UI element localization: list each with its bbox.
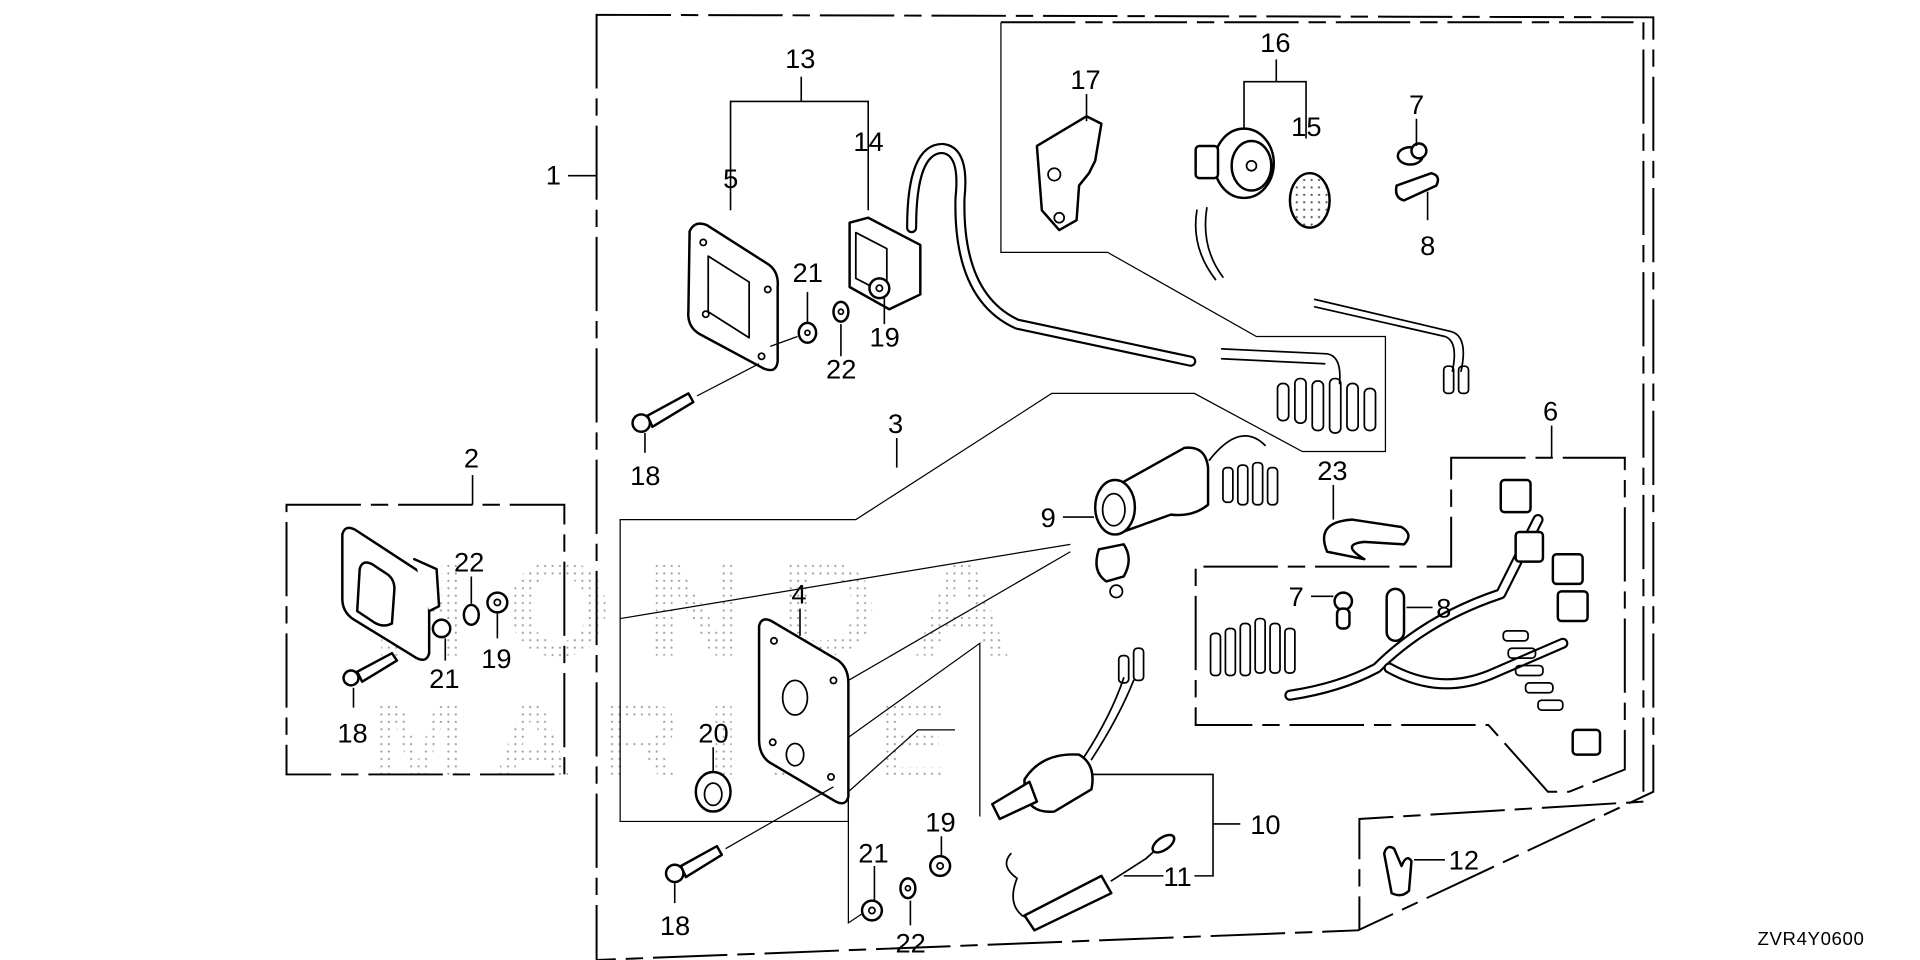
callout-13: 13 [785, 43, 815, 74]
screw-18-top-icon[interactable] [631, 392, 695, 433]
sleeve-8-harness-icon[interactable] [1385, 587, 1406, 643]
callout-18-bottom: 18 [660, 910, 690, 941]
washer-22-top-icon[interactable] [832, 300, 850, 323]
callout-11: 11 [1163, 861, 1191, 892]
stop-switch-10-icon[interactable] [991, 647, 1145, 821]
callout-3: 3 [888, 408, 903, 439]
buzzer-16-icon[interactable] [1194, 127, 1276, 281]
bracket-16 [1243, 80, 1307, 159]
bracket-17-icon[interactable] [1035, 115, 1103, 232]
washer-22-left-icon[interactable] [462, 603, 480, 626]
watermark-line-2: MARINE [372, 679, 976, 804]
rocker-switch-2-icon[interactable] [341, 526, 441, 662]
callout-5: 5 [723, 163, 738, 194]
callout-15: 15 [1291, 111, 1321, 142]
callout-19-left: 19 [481, 643, 511, 674]
callout-21-top: 21 [793, 257, 823, 288]
callout-9: 9 [1041, 502, 1056, 533]
nut-20-icon[interactable] [694, 770, 732, 813]
group-3-frame [619, 22, 1387, 619]
wire-leads-icon [1220, 298, 1470, 434]
callout-7-harness: 7 [1289, 581, 1304, 612]
buzzer-cover-15-icon[interactable] [1288, 171, 1331, 229]
callout-16: 16 [1260, 27, 1290, 58]
callout-6: 6 [1543, 396, 1558, 427]
screw-18-left-icon[interactable] [342, 651, 399, 687]
callout-8-harness: 8 [1436, 592, 1451, 623]
callout-20: 20 [698, 717, 728, 748]
group-2-frame [285, 503, 566, 776]
callout-18-left: 18 [337, 717, 367, 748]
group-1-frame [595, 13, 1655, 960]
group-6-frame [1194, 456, 1626, 793]
callout-12: 12 [1449, 845, 1479, 876]
nut-19-bottom-icon[interactable] [928, 854, 952, 878]
callout-7-top: 7 [1409, 89, 1424, 120]
grommet-7-top-icon[interactable] [1396, 142, 1428, 166]
callout-19-bottom: 19 [925, 806, 955, 837]
callout-23: 23 [1317, 455, 1347, 486]
nut-19-left-icon[interactable] [486, 591, 509, 614]
callout-8-top: 8 [1420, 230, 1435, 261]
callout-4: 4 [791, 579, 806, 610]
callout-21-bottom: 21 [858, 837, 888, 868]
screw-18-bottom-icon[interactable] [664, 844, 724, 884]
washer-21-bottom-icon[interactable] [860, 899, 884, 922]
watermark: HONDA MARINE [372, 533, 1046, 804]
callout-18-top: 18 [630, 460, 660, 491]
callout-17: 17 [1070, 64, 1100, 95]
callout-22-top: 22 [826, 354, 856, 385]
bracket-13 [729, 100, 870, 211]
sleeve-8-top-icon[interactable] [1394, 171, 1440, 202]
wire-harness-6-icon[interactable] [1209, 478, 1602, 756]
ignition-switch-9-icon[interactable] [1093, 435, 1279, 599]
callout-14: 14 [853, 126, 883, 157]
callout-1: 1 [546, 159, 561, 190]
lanyard-11-icon[interactable] [1005, 832, 1177, 932]
switch-plate-icon[interactable] [687, 222, 780, 372]
group-top-right-frame [1000, 21, 1645, 931]
bracket-10 [1091, 773, 1214, 877]
washer-22-bottom-icon[interactable] [899, 877, 917, 900]
clip-12-icon[interactable] [1382, 845, 1413, 897]
callout-10: 10 [1250, 809, 1280, 840]
callout-22-left: 22 [454, 547, 484, 578]
diagram-code: ZVR4Y0600 [1758, 928, 1865, 949]
washer-21-top-icon[interactable] [797, 321, 818, 344]
nut-19-top-icon[interactable] [868, 277, 891, 300]
clamp-23-icon[interactable] [1322, 518, 1410, 561]
grommet-7-harness-icon[interactable] [1333, 591, 1354, 630]
washer-21-left-icon[interactable] [431, 618, 452, 639]
callout-2: 2 [464, 443, 479, 474]
callout-19-top: 19 [869, 321, 899, 352]
watermark-line-1: HONDA [372, 533, 1046, 685]
callout-21-left: 21 [429, 663, 459, 694]
callout-22-bottom: 22 [896, 928, 926, 959]
